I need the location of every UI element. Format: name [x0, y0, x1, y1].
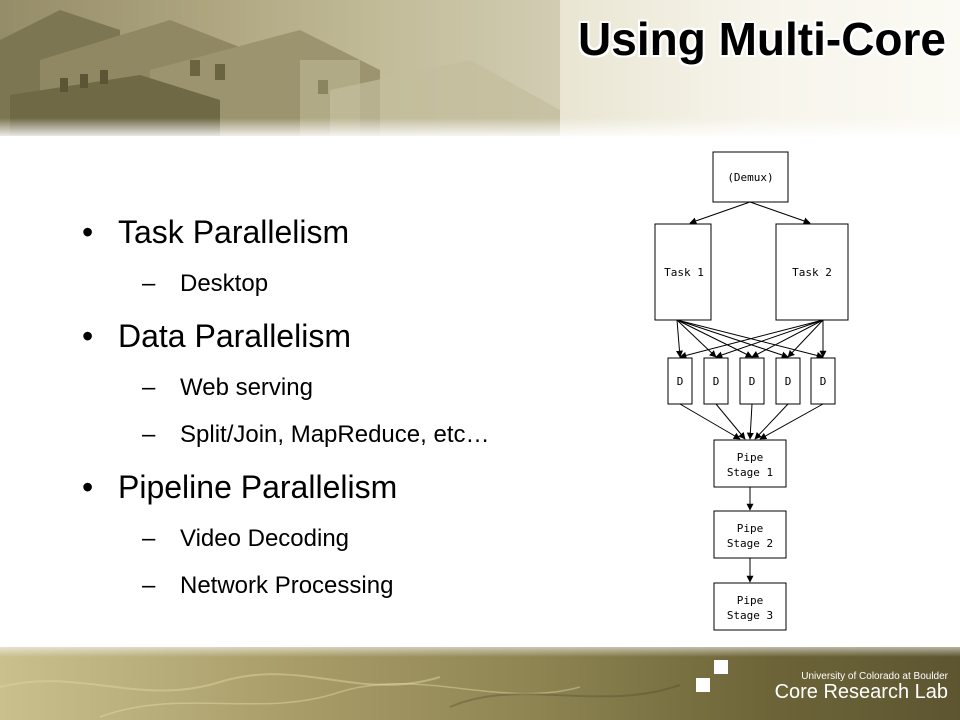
sub-bullet-text: Network Processing	[180, 572, 394, 599]
pipe-stage-2: Pipe Stage 2	[713, 510, 787, 559]
bullet-mark: •	[82, 318, 94, 354]
data-node-2: D	[703, 357, 729, 405]
sub-bullet-mark: –	[142, 525, 156, 552]
bullet-text: Pipeline Parallelism	[118, 469, 398, 505]
sub-bullet-text: Split/Join, MapReduce, etc…	[180, 421, 490, 448]
sub-bullet-network-processing: – Network Processing	[82, 571, 622, 601]
bullet-data-parallelism: • Data Parallelism	[82, 316, 622, 356]
header-banner	[0, 0, 960, 136]
bullet-pipeline-parallelism: • Pipeline Parallelism	[82, 467, 622, 507]
sub-bullet-text: Video Decoding	[180, 525, 350, 552]
footer-banner	[0, 647, 960, 720]
university-name: University of Colorado at Boulder	[801, 671, 948, 682]
data-label: D	[677, 375, 684, 388]
bullet-mark: •	[82, 469, 94, 505]
bullet-mark: •	[82, 214, 94, 250]
data-label: D	[749, 375, 756, 388]
stage-line2: Stage 1	[727, 466, 773, 479]
sub-bullet-mark: –	[142, 270, 156, 297]
data-node-3: D	[739, 357, 765, 405]
sub-bullet-mark: –	[142, 572, 156, 599]
task-label-2: Task 2	[792, 266, 832, 279]
stage-line2: Stage 3	[727, 609, 773, 622]
stage-line1: Pipe	[737, 451, 764, 464]
bullet-text: Data Parallelism	[118, 318, 351, 354]
sub-bullet-mark: –	[142, 374, 156, 401]
sub-bullet-text: Desktop	[180, 270, 269, 297]
lab-logo-icon	[696, 660, 728, 692]
sub-bullet-web-serving: – Web serving	[82, 373, 622, 403]
pipe-stage-1: Pipe Stage 1	[713, 439, 787, 488]
demux-node: (Demux)	[712, 151, 789, 203]
building-photo	[0, 0, 560, 136]
task-node-1-box	[654, 223, 712, 321]
sub-bullet-desktop: – Desktop	[82, 269, 622, 299]
task-label-1: Task 1	[664, 266, 704, 279]
data-node-1: D	[667, 357, 693, 405]
sub-bullet-mark: –	[142, 421, 156, 448]
sub-bullet-video-decoding: – Video Decoding	[82, 524, 622, 554]
demux-label: (Demux)	[727, 171, 773, 184]
slide-title: Using Multi-Core	[578, 13, 946, 65]
stage-line1: Pipe	[737, 522, 764, 535]
data-label: D	[820, 375, 827, 388]
lab-name: Core Research Lab	[774, 681, 948, 703]
data-node-4: D	[775, 357, 801, 405]
footer-texture	[0, 673, 681, 718]
bullet-list: • Task Parallelism – Desktop • Data Para…	[82, 212, 622, 601]
pipe-stage-3: Pipe Stage 3	[713, 582, 787, 631]
task-node-2-box	[775, 223, 849, 321]
data-label: D	[785, 375, 792, 388]
data-label: D	[713, 375, 720, 388]
sub-bullet-split-join: – Split/Join, MapReduce, etc…	[82, 420, 622, 450]
bullet-task-parallelism: • Task Parallelism	[82, 212, 622, 252]
stage-line1: Pipe	[737, 594, 764, 607]
sub-bullet-text: Web serving	[180, 374, 313, 401]
data-node-5: D	[810, 357, 836, 405]
stage-line2: Stage 2	[727, 537, 773, 550]
bullet-text: Task Parallelism	[118, 214, 350, 250]
parallelism-diagram: (Demux) Task 1 Task 2 D D D D D Pipe Sta…	[654, 151, 849, 631]
